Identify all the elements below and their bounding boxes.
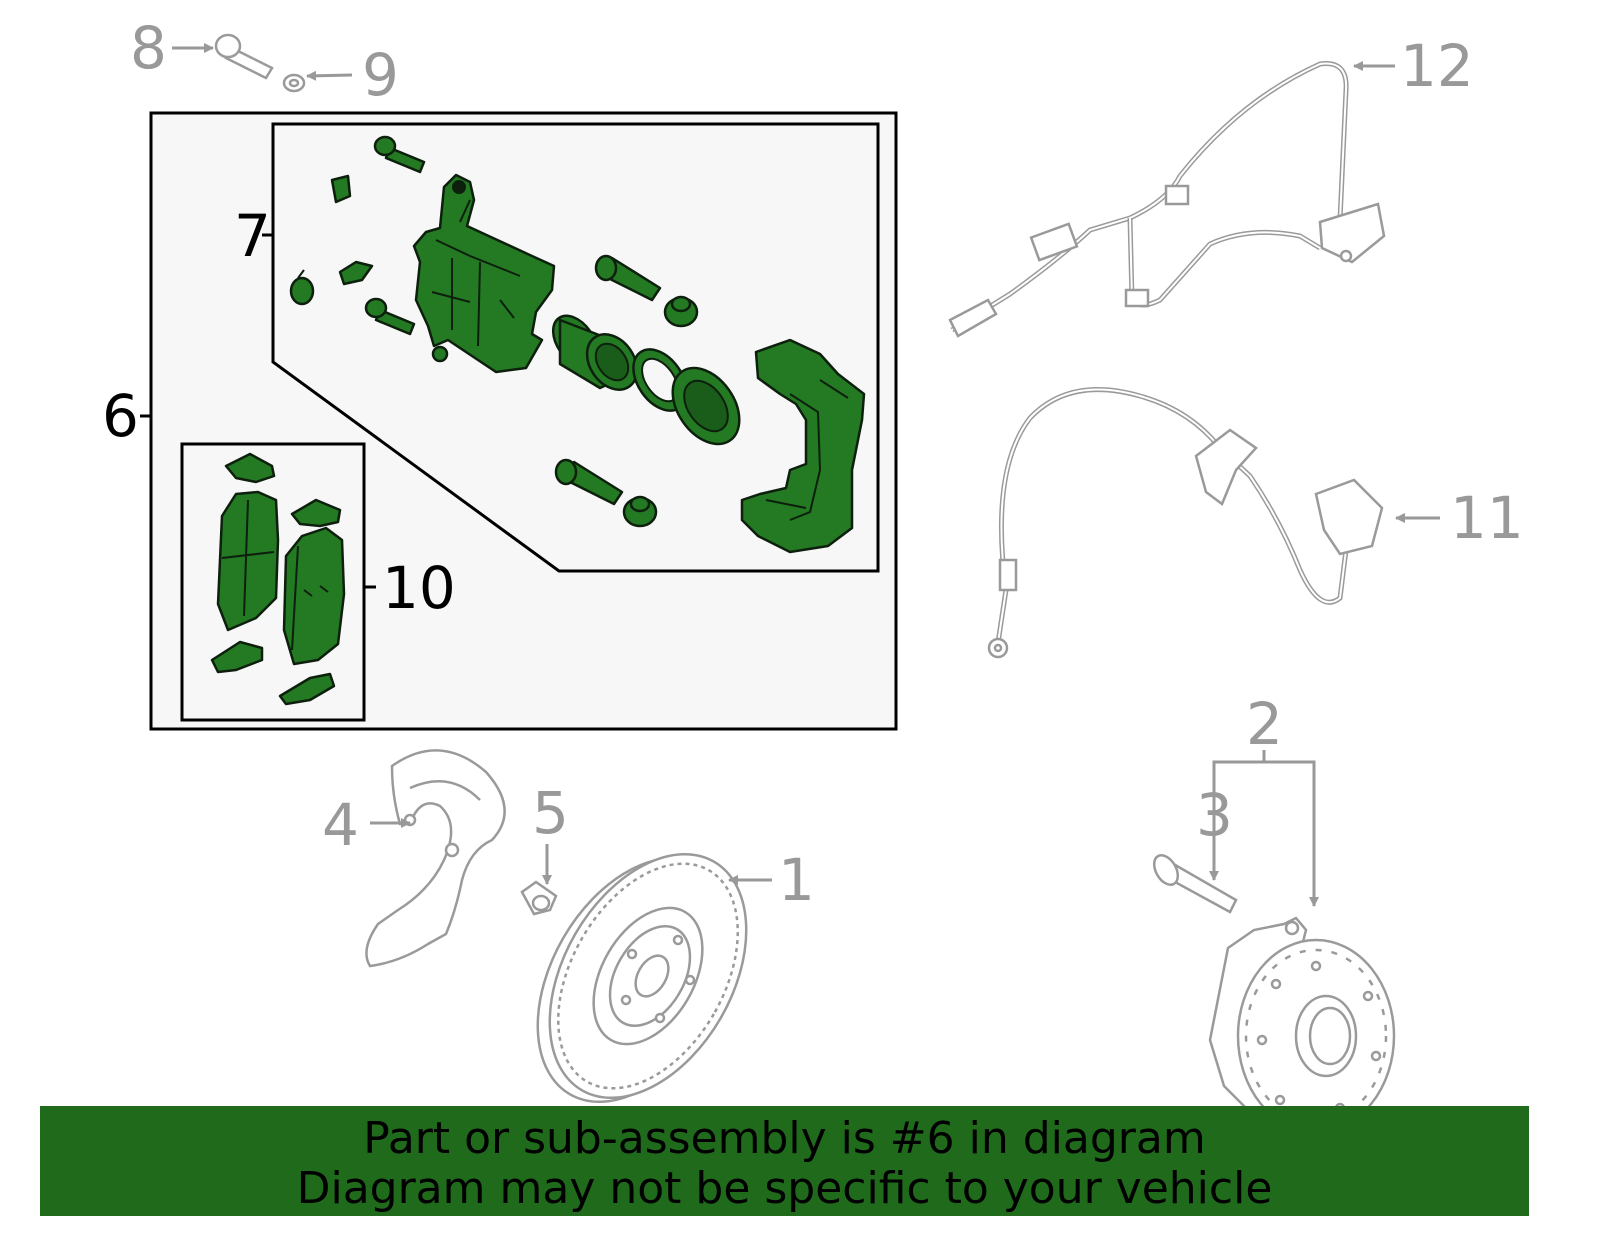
callout-3: 3 [1196, 781, 1233, 849]
screw-5[interactable] [520, 880, 558, 916]
guide-pin-upper[interactable] [594, 254, 662, 302]
pad-clip-upper-right[interactable] [290, 498, 342, 528]
callout-11: 11 [1450, 484, 1524, 552]
abs-sensor-harness-12[interactable] [948, 61, 1386, 338]
callout-7: 7 [234, 202, 271, 270]
brake-rotor-1[interactable] [497, 820, 786, 1137]
bleeder-screw[interactable] [330, 174, 374, 286]
callout-4: 4 [322, 791, 359, 859]
pad-clip-lower-left[interactable] [210, 640, 264, 674]
brake-hose-11[interactable] [987, 387, 1384, 659]
brake-pad-inner[interactable] [216, 490, 280, 632]
callout-2: 2 [1246, 690, 1283, 758]
pad-clip-upper-left[interactable] [224, 452, 276, 484]
dust-boot[interactable] [659, 356, 753, 457]
brake-pad-outer[interactable] [282, 526, 346, 666]
caliper-bracket[interactable] [740, 338, 866, 554]
washer-9[interactable] [282, 73, 306, 93]
callout-6: 6 [102, 382, 139, 450]
bolt-8[interactable] [214, 33, 274, 80]
banner-line-2: Diagram may not be specific to your vehi… [296, 1163, 1273, 1214]
callout-12: 12 [1400, 32, 1474, 100]
banner-line-1: Part or sub-assembly is #6 in diagram [363, 1113, 1206, 1164]
hub-bolt-3[interactable] [1149, 851, 1238, 914]
guide-pin-lower[interactable] [554, 458, 624, 506]
bleeder-cap[interactable] [289, 269, 315, 306]
wheel-hub-bearing-2[interactable] [1208, 916, 1396, 1134]
info-banner: Part or sub-assembly is #6 in diagram Di… [40, 1106, 1529, 1216]
callout-10: 10 [382, 554, 456, 622]
callout-9: 9 [362, 41, 399, 109]
callout-5: 5 [532, 779, 569, 847]
leader-lines [140, 43, 1440, 907]
dust-shield-4[interactable] [365, 749, 506, 968]
guide-pin-boot-upper[interactable] [663, 295, 699, 328]
caliper-piston[interactable] [544, 308, 647, 399]
guide-pin-boot-lower[interactable] [622, 495, 658, 528]
caliper-bolt-lower[interactable] [364, 297, 416, 336]
callout-1: 1 [778, 846, 815, 914]
caliper-bolt-upper[interactable] [373, 135, 426, 174]
caliper-housing[interactable] [412, 173, 556, 374]
pad-clip-lower-right[interactable] [278, 672, 336, 706]
callout-8: 8 [130, 14, 167, 82]
